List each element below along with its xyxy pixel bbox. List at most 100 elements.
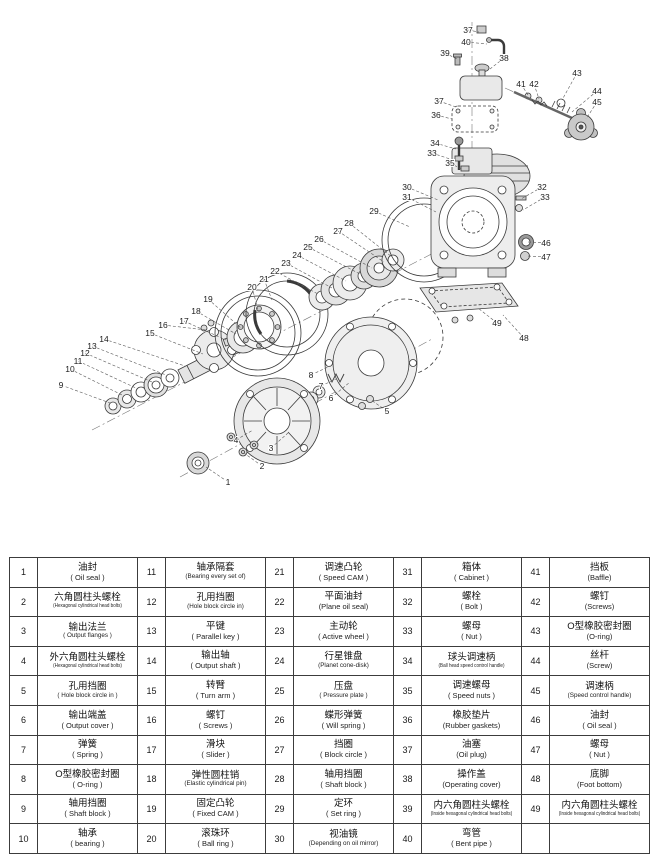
part-name-en: ( Set ring ) xyxy=(325,809,361,819)
leader-line xyxy=(522,196,546,211)
top-parts xyxy=(451,25,506,172)
part-name-en: ( Ball ring ) xyxy=(197,838,234,848)
part-number-cell: 11 xyxy=(137,557,166,588)
leader-line xyxy=(370,399,388,412)
handle-assembly xyxy=(513,90,598,141)
callout-37: 37 xyxy=(463,25,473,35)
part-name-cell: 固定凸轮( Fixed CAM ) xyxy=(165,793,266,825)
leader-line xyxy=(571,90,598,113)
callout-19: 19 xyxy=(203,294,213,304)
part-name-en: ( Block circle ) xyxy=(319,750,368,760)
part-name-cell: 调速螺母( Speed nuts ) xyxy=(421,675,522,706)
callout-33: 33 xyxy=(540,192,550,202)
part-number-cell: 4 xyxy=(9,645,38,677)
callout-31: 31 xyxy=(402,192,412,202)
part-number-cell: 36 xyxy=(393,704,422,736)
leader-line xyxy=(60,384,111,404)
leader-line xyxy=(561,72,578,101)
part-name-zh: 蝶形弹簧 xyxy=(324,709,363,721)
part-number-cell: 44 xyxy=(521,645,550,677)
leader-line xyxy=(406,196,437,213)
part-name-cell: 螺母( Nut ) xyxy=(421,616,522,647)
part-name-zh: 定环 xyxy=(333,798,353,810)
callout-15: 15 xyxy=(145,328,155,338)
part-name-cell: 主动轮( Active wheel ) xyxy=(293,616,394,647)
leader-line xyxy=(465,41,488,45)
part-number-cell: 34 xyxy=(393,645,422,677)
part-number-cell: 35 xyxy=(393,675,422,706)
leader-line xyxy=(449,162,464,171)
leader-line xyxy=(149,332,204,355)
leader-line xyxy=(270,432,289,449)
callout-10: 10 xyxy=(65,364,75,374)
part-name-cell: 输出端盖( Output cover ) xyxy=(37,704,138,736)
part-name-en: ( Pressure plate ) xyxy=(319,691,368,699)
part-name-cell: 螺钉(Screws) xyxy=(549,586,650,618)
part-name-en: (Hexagonal cylindrical head bolts) xyxy=(53,603,122,610)
base-plate xyxy=(419,282,519,324)
callout-21: 21 xyxy=(259,274,269,284)
leader-line xyxy=(477,307,498,324)
part-name-en: (Elastic cylindrical pin) xyxy=(184,780,247,788)
callout-8: 8 xyxy=(309,370,314,380)
part-number-cell: 17 xyxy=(137,734,166,766)
part-number-cell: 33 xyxy=(393,616,422,647)
leader-line xyxy=(285,262,333,289)
part-number-cell: 15 xyxy=(137,675,166,706)
part-name-cell: 丝杆(Screw) xyxy=(549,645,650,677)
part-name-zh: 橡胶垫片 xyxy=(452,709,491,721)
part-name-en: ( Bent pipe ) xyxy=(451,838,492,848)
leader-line xyxy=(444,52,458,60)
callout-40: 40 xyxy=(461,37,471,47)
leader-line xyxy=(207,298,242,329)
part-name-en: (Screws) xyxy=(584,602,615,612)
part-name-zh: 弯管 xyxy=(461,828,481,840)
part-name-zh: 轴承 xyxy=(77,828,97,840)
leader-line xyxy=(103,338,186,367)
part-name-en: ( Output cover ) xyxy=(61,720,114,730)
part-name-en: (Bearing every set of) xyxy=(185,573,246,581)
callout-13: 13 xyxy=(87,341,97,351)
part-name-zh: 外六角圆柱头螺栓 xyxy=(49,651,126,663)
part-name-zh: 行星锥盘 xyxy=(324,651,363,663)
leader-line xyxy=(527,241,547,244)
part-name-zh: 视油镜 xyxy=(329,828,358,840)
part-name-cell: 轴承隔套(Bearing every set of) xyxy=(165,557,266,588)
callout-47: 47 xyxy=(541,252,551,262)
part-name-cell: 孔用挡圈( Hole block circle in ) xyxy=(37,675,138,706)
callout-30: 30 xyxy=(402,182,412,192)
part-name-cell: 螺母( Nut ) xyxy=(549,734,650,766)
output-cover-chain xyxy=(303,298,444,410)
part-name-zh: 孔用挡圈 xyxy=(68,680,107,692)
part-name-en: ( Speed nuts ) xyxy=(447,691,496,700)
part-name-en: ( Parallel key ) xyxy=(191,631,240,641)
callout-9: 9 xyxy=(59,380,64,390)
part-number-cell: 38 xyxy=(393,764,422,795)
part-number-cell: 48 xyxy=(521,764,550,795)
callout-24: 24 xyxy=(292,250,302,260)
part-name-en: (Rubber gaskets) xyxy=(442,720,501,730)
part-name-en: (Baffle) xyxy=(587,572,612,582)
part-name-zh: 油封 xyxy=(77,561,97,573)
part-name-cell: 轴用挡圈( Shaft block ) xyxy=(293,764,394,795)
part-number-cell: 16 xyxy=(137,704,166,736)
leader-line xyxy=(438,100,457,108)
part-name-cell: O型橡胶密封圈( O-ring ) xyxy=(37,764,138,795)
leader-line xyxy=(330,381,351,399)
leader-line xyxy=(489,57,505,70)
part-number-cell: 18 xyxy=(137,764,166,795)
part-name-zh: 轴承隔套 xyxy=(196,562,235,574)
leader-line xyxy=(467,29,480,33)
callout-37: 37 xyxy=(434,96,444,106)
part-name-en: ( Slider ) xyxy=(201,750,230,760)
leader-line xyxy=(205,466,229,483)
leader-line xyxy=(251,286,259,311)
part-name-zh: 主动轮 xyxy=(329,620,358,632)
part-name-en: ( Screws ) xyxy=(198,720,233,730)
part-name-cell: 螺栓( Bolt ) xyxy=(421,586,522,618)
leader-line xyxy=(431,152,454,161)
part-name-zh: 输出轴 xyxy=(201,650,230,662)
